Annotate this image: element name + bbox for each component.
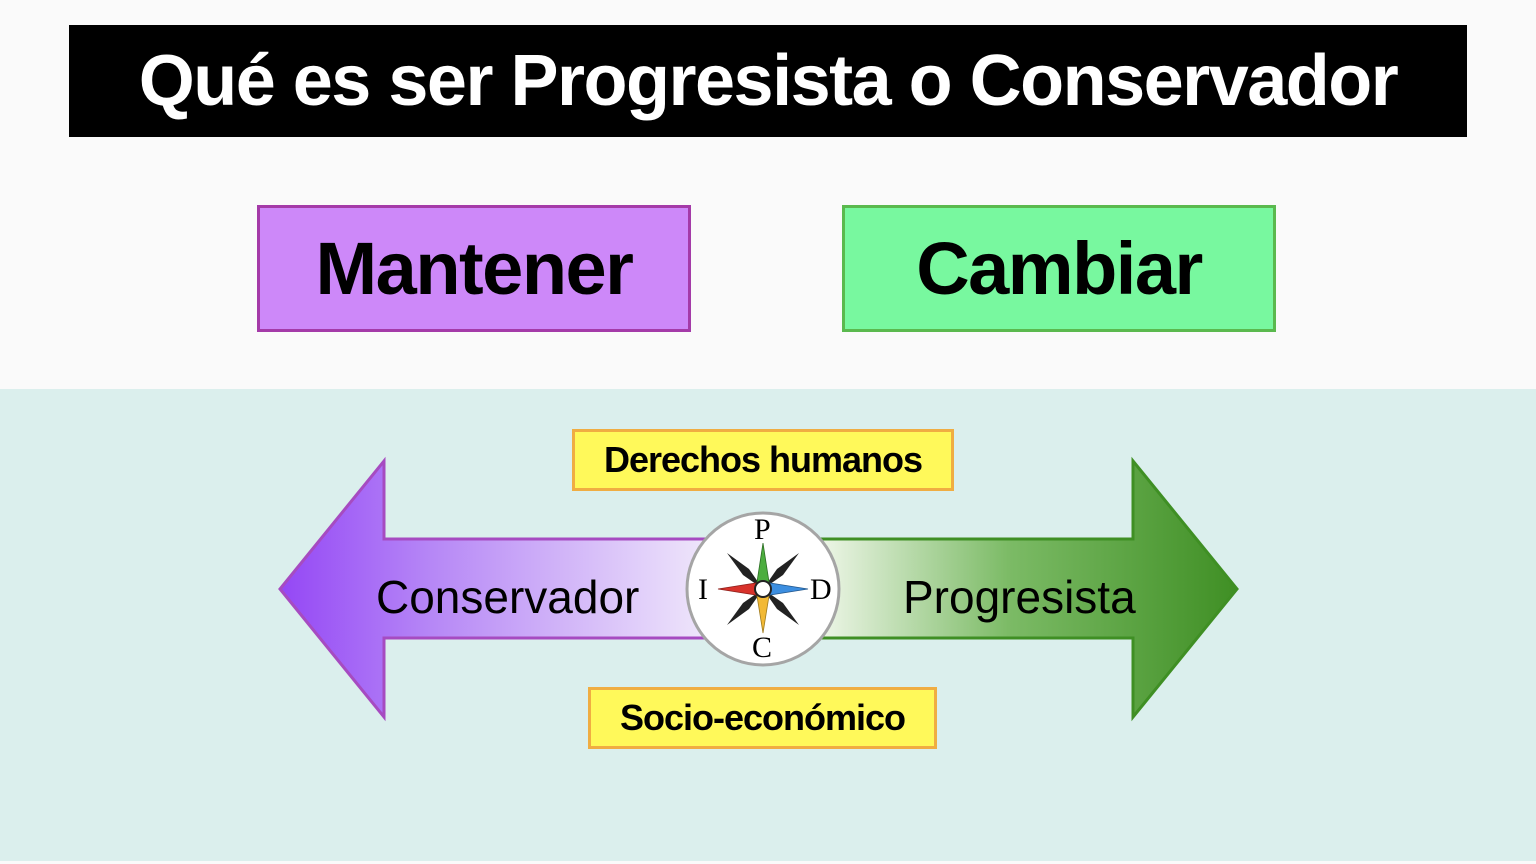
page-title-text: Qué es ser Progresista o Conservador bbox=[138, 41, 1399, 121]
mantener-label: Mantener bbox=[315, 227, 634, 310]
progresista-arrow bbox=[813, 456, 1239, 722]
compass-rose-icon bbox=[685, 511, 841, 667]
cambiar-label: Cambiar bbox=[916, 227, 1203, 310]
conservador-label: Conservador bbox=[376, 571, 640, 623]
compass-north-label: P bbox=[754, 513, 771, 546]
compass-east-label: D bbox=[810, 573, 832, 606]
page-title: Qué es ser Progresista o Conservador bbox=[69, 25, 1467, 137]
derechos-humanos-tag: Derechos humanos bbox=[572, 429, 954, 491]
mantener-box: Mantener bbox=[257, 205, 691, 332]
socio-economico-label: Socio-económico bbox=[619, 697, 906, 738]
cambiar-box: Cambiar bbox=[842, 205, 1276, 332]
derechos-humanos-label: Derechos humanos bbox=[603, 439, 923, 480]
compass-south-label: C bbox=[752, 631, 773, 664]
conservador-arrow bbox=[278, 456, 714, 722]
progresista-label: Progresista bbox=[903, 571, 1136, 623]
socio-economico-tag: Socio-económico bbox=[588, 687, 937, 749]
compass-west-label: I bbox=[698, 573, 708, 606]
